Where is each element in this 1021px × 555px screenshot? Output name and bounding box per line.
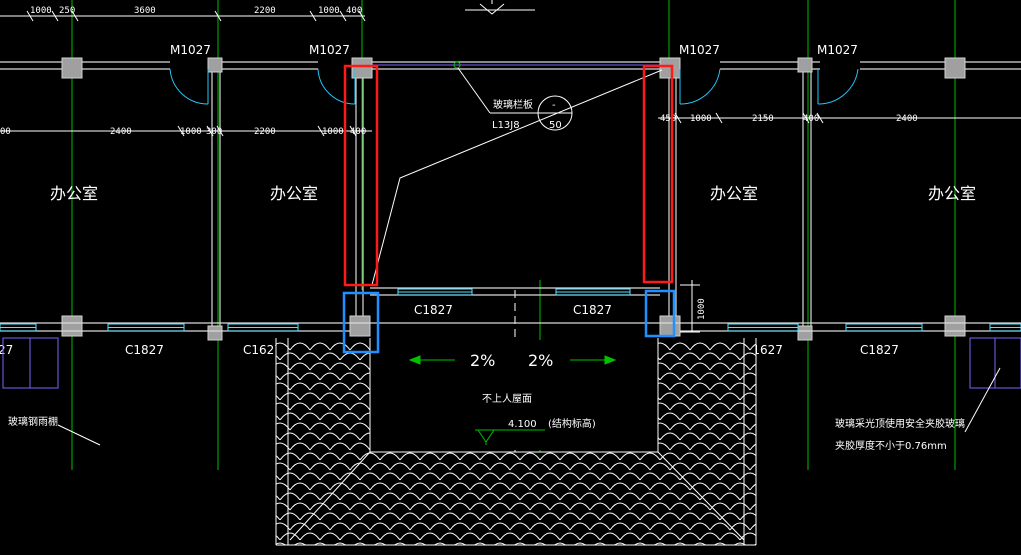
door-label: M1027 xyxy=(309,43,350,57)
top-dimension-line xyxy=(0,10,366,22)
section-mark-top xyxy=(465,0,535,15)
dim-text: 2200 xyxy=(254,6,276,16)
dim-text: 400 xyxy=(346,6,362,16)
south-windows xyxy=(0,288,1021,332)
door-label: M1027 xyxy=(170,43,211,57)
dim-text: 2400 xyxy=(110,127,132,137)
canopy-label: 玻璃钢雨棚 xyxy=(8,415,58,428)
roof-label: 不上人屋面 xyxy=(482,393,532,405)
elevation-value: 4.100 xyxy=(508,419,537,430)
dim-text: 1000 xyxy=(180,127,202,137)
room-label: 办公室 xyxy=(270,184,318,203)
parapet-leader xyxy=(453,61,573,131)
dim-text: 2400 xyxy=(896,114,918,124)
parapet-label: 玻璃栏板 xyxy=(493,98,533,111)
detail-index-top: - xyxy=(552,100,556,111)
slope-right: 2% xyxy=(528,351,553,370)
dim-text: 2150 xyxy=(752,114,774,124)
dim-text: 2200 xyxy=(254,127,276,137)
elevation-mark xyxy=(475,429,545,445)
dim-text: 3600 xyxy=(134,6,156,16)
door-label: M1027 xyxy=(817,43,858,57)
window-label: C1827 xyxy=(125,343,164,357)
dim-text: 400 xyxy=(803,114,819,124)
inner-dimension-lines xyxy=(0,112,1021,137)
room-label: 办公室 xyxy=(50,184,98,203)
roof-outline xyxy=(275,338,757,546)
dim-text: 1000 xyxy=(318,6,340,16)
top-dimension-texts: 1000 250 3600 2200 1000 400 xyxy=(30,6,362,16)
dim-text: 00 xyxy=(0,127,11,137)
detail-index-bottom: 50 xyxy=(549,120,562,131)
parapet-ref: L13J8 xyxy=(492,120,520,131)
slope-arrows xyxy=(408,355,617,365)
dim-text: 450 xyxy=(660,114,676,124)
window-label: C1627 xyxy=(243,343,282,357)
highlight-blue-boxes xyxy=(342,289,676,354)
room-label: 办公室 xyxy=(928,184,976,203)
window-label: C1827 xyxy=(414,303,453,317)
tile-roof-area xyxy=(276,340,756,545)
vertical-dimension xyxy=(680,280,700,333)
dim-text: 1000 xyxy=(322,127,344,137)
door-label: M1027 xyxy=(679,43,720,57)
door-swings xyxy=(169,68,859,105)
dim-text: 1000 xyxy=(690,114,712,124)
glass-note-line2: 夹胶厚度不小于0.76mm xyxy=(835,439,947,452)
room-labels: 办公室 办公室 办公室 办公室 xyxy=(50,184,976,203)
elevation-note: (结构标高) xyxy=(548,417,596,430)
slope-left: 2% xyxy=(470,351,495,370)
left-dimension-texts: 00 2400 1000 300 2200 1000 400 xyxy=(0,127,366,137)
canopy-right xyxy=(969,337,1021,389)
partition-walls xyxy=(211,62,812,330)
canopy-leader xyxy=(57,424,101,446)
dim-text: 1000 xyxy=(30,6,52,16)
diagonal-leader-line xyxy=(371,69,663,286)
window-label: C1827 xyxy=(573,303,612,317)
door-labels: M1027 M1027 M1027 M1027 xyxy=(170,43,858,57)
dim-text-vertical: 1000 xyxy=(697,298,707,320)
glass-note-leader xyxy=(964,367,1001,433)
partial-window-label: 27 xyxy=(0,343,13,357)
room-label: 办公室 xyxy=(710,184,758,203)
dim-text: 300 xyxy=(206,127,222,137)
window-label: C1827 xyxy=(860,343,899,357)
highlight-red-boxes xyxy=(343,64,674,287)
canopy-left xyxy=(2,337,59,389)
right-dimension-texts: 450 1000 2150 400 2400 xyxy=(660,114,918,124)
dim-text: 250 xyxy=(59,6,75,16)
glass-note-line1: 玻璃采光顶使用安全夹胶玻璃 xyxy=(835,417,965,430)
dim-text: 400 xyxy=(350,127,366,137)
